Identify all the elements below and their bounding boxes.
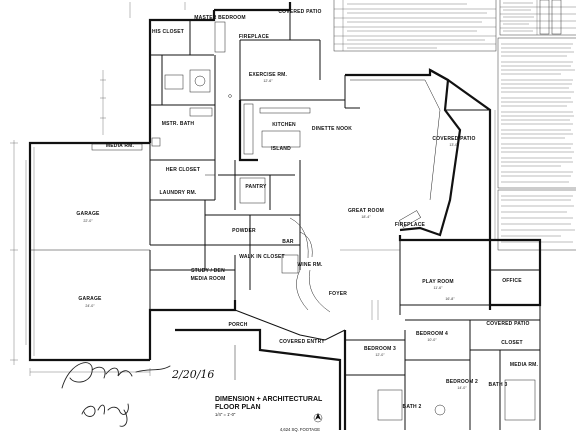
play-room-dim: 11'-6" <box>434 286 444 290</box>
bath-2-label: BATH 2 <box>403 404 422 410</box>
center-hall: POWDER BAR WALK IN CLOSET STUDY / DEN ME… <box>150 200 323 300</box>
pantry-label: PANTRY <box>245 184 267 190</box>
dinette-nook-label: DINETTE NOOK <box>312 126 352 132</box>
wine-rm-label: WINE RM. <box>297 262 323 268</box>
notes-table <box>333 0 576 251</box>
covered-patio-right-label: COVERED PATIO <box>432 136 475 142</box>
laundry-rm-label: LAUNDRY RM. <box>160 190 197 196</box>
mstr-bath-label: MSTR. BATH <box>162 121 195 127</box>
bath-3-label: BATH 3 <box>489 382 508 388</box>
bedroom-2-dim: 14'-0" <box>457 386 467 390</box>
foyer-label: FOYER <box>329 291 347 297</box>
kitchen-label: KITCHEN <box>272 122 296 128</box>
bedroom-4-dim: 10'-0" <box>427 338 437 342</box>
media-rm-left-label: MEDIA RM. <box>106 143 135 149</box>
title-footer: 4,624 SQ. FOOTAGE <box>280 427 320 432</box>
bedroom-wing: BEDROOM 3 12'-0" BEDROOM 4 10'-0" BEDROO… <box>343 297 541 430</box>
play-room-label: PLAY ROOM <box>422 279 454 285</box>
garage-top-dim: 22'-0" <box>83 219 93 223</box>
title-block: DIMENSION + ARCHITECTURAL FLOOR PLAN 1/4… <box>215 396 323 432</box>
fireplace-mid-label: FIREPLACE <box>395 222 426 228</box>
closet-label: CLOSET <box>501 340 522 346</box>
covered-patio-br-label: COVERED PATIO <box>486 321 529 327</box>
covered-patio-top-label: COVERED PATIO <box>278 9 321 15</box>
bedroom-2-label: BEDROOM 2 <box>446 379 478 385</box>
exercise-dim: 12'-6" <box>263 79 273 83</box>
great-room-dim: 18'-4" <box>361 215 371 219</box>
porch-label: PORCH <box>228 322 247 328</box>
north-arrow-icon <box>313 413 323 423</box>
entry-area: FOYER PORCH COVERED ENTRY <box>148 269 379 430</box>
his-closet-label: HIS CLOSET <box>152 29 184 35</box>
office-label: OFFICE <box>502 278 522 284</box>
office-dim: 16'-8" <box>445 297 455 301</box>
garage-top-label: GARAGE <box>76 211 100 217</box>
signature-2 <box>81 403 129 427</box>
play-room-office: PLAY ROOM 11'-6" OFFICE <box>398 235 542 315</box>
fireplace-top-label: FIREPLACE <box>239 34 270 40</box>
island-label: ISLAND <box>271 146 291 152</box>
powder-label: POWDER <box>232 228 256 234</box>
title-scale: 1/4" = 1'-0" <box>215 412 236 417</box>
master-bedroom-area: MASTER BEDROOM COVERED PATIO FIREPLACE E… <box>129 2 321 100</box>
her-closet-label: HER CLOSET <box>166 167 200 173</box>
title-line2: FLOOR PLAN <box>215 404 261 411</box>
master-wing: HIS CLOSET MSTR. BATH HER CLOSET LAUNDRY… <box>100 10 216 201</box>
study-den-label: STUDY / DEN <box>191 268 225 274</box>
covered-patio-right: COVERED PATIO 13'-0" <box>429 69 496 240</box>
signature-date: 2/20/16 <box>171 368 214 381</box>
bedroom-4-label: BEDROOM 4 <box>416 331 448 337</box>
master-bedroom-label: MASTER BEDROOM <box>194 15 245 21</box>
garage-bottom-label: GARAGE <box>78 296 102 302</box>
walk-in-closet-label: WALK IN CLOSET <box>239 254 285 260</box>
dimension-lines <box>10 140 400 376</box>
bedroom-3-label: BEDROOM 3 <box>364 346 396 352</box>
great-room-label: GREAT ROOM <box>348 208 384 214</box>
garage: GARAGE 22'-0" GARAGE 24'-0" MEDIA RM. <box>25 141 151 362</box>
exercise-rm-label: EXERCISE RM. <box>249 72 288 78</box>
covered-entry-label: COVERED ENTRY <box>279 339 325 345</box>
kitchen-area: KITCHEN ISLAND DINETTE NOOK PANTRY <box>218 94 352 210</box>
media-rm-right-label: MEDIA RM. <box>510 362 539 368</box>
title-line1: DIMENSION + ARCHITECTURAL <box>215 396 323 403</box>
covered-patio-right-dim: 13'-0" <box>449 143 459 147</box>
garage-bottom-dim: 24'-0" <box>85 304 95 308</box>
media-room-label: MEDIA ROOM <box>191 276 226 282</box>
bar-label: BAR <box>282 239 294 245</box>
signature-1: 2/20/16 <box>61 362 214 389</box>
bedroom-3-dim: 12'-0" <box>375 353 385 357</box>
